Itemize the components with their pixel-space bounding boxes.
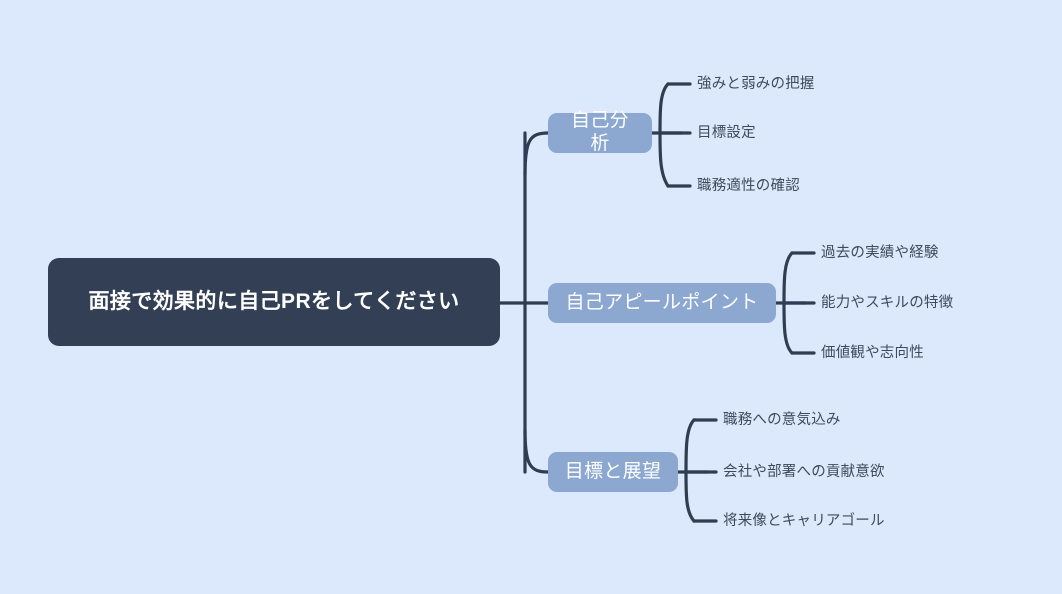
leaf-node[interactable]: 職務適性の確認	[697, 178, 800, 194]
root-node[interactable]: 面接で効果的に自己PRをしてください	[48, 258, 500, 346]
connector-branch-0	[523, 131, 550, 177]
leaf-node[interactable]: 能力やスキルの特徴	[821, 295, 954, 311]
leaf-node[interactable]: 職務への意気込み	[723, 412, 841, 428]
branch-node-goals-outlook[interactable]: 目標と展望	[548, 452, 678, 492]
leaf-node[interactable]: 過去の実績や経験	[821, 245, 939, 261]
connector-branch-0-spine	[658, 82, 670, 188]
branch-node-self-analysis[interactable]: 自己分析	[548, 110, 652, 154]
leaf-node[interactable]: 会社や部署への貢献意欲	[723, 464, 885, 480]
leaf-node[interactable]: 強みと弱みの把握	[697, 76, 815, 92]
leaf-node[interactable]: 目標設定	[697, 125, 756, 141]
leaf-node[interactable]: 将来像とキャリアゴール	[723, 513, 885, 529]
branch-node-appeal-points[interactable]: 自己アピールポイント	[548, 283, 776, 323]
leaf-node[interactable]: 価値観や志向性	[821, 345, 924, 361]
connector-branch-2	[523, 428, 550, 474]
